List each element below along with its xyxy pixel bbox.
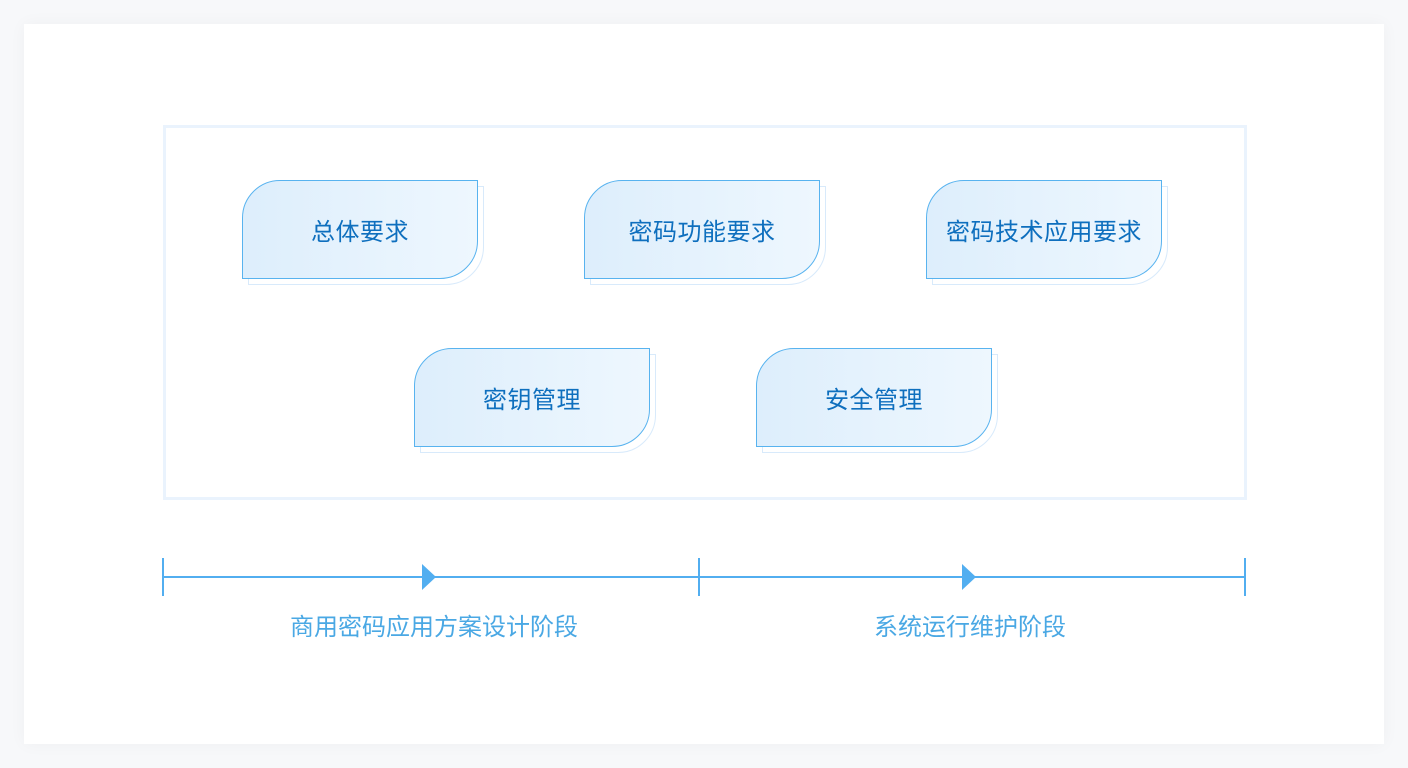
phase-label-design: 商用密码应用方案设计阶段 [290, 613, 578, 641]
requirement-box-key-management: 密钥管理 [414, 348, 656, 453]
requirement-label: 密钥管理 [483, 386, 581, 414]
requirement-box-crypto-tech: 密码技术应用要求 [926, 180, 1168, 285]
phase-label-operation: 系统运行维护阶段 [874, 613, 1066, 641]
requirement-box-face: 总体要求 [242, 180, 478, 279]
requirement-box-face: 安全管理 [756, 348, 992, 447]
requirement-label: 安全管理 [825, 386, 923, 414]
requirement-box-face: 密码技术应用要求 [926, 180, 1162, 279]
requirement-box-crypto-function: 密码功能要求 [584, 180, 826, 285]
requirement-box-face: 密钥管理 [414, 348, 650, 447]
requirement-label: 密码技术应用要求 [946, 218, 1142, 246]
requirement-label: 密码功能要求 [628, 218, 776, 246]
requirement-box-face: 密码功能要求 [584, 180, 820, 279]
requirement-box-security-management: 安全管理 [756, 348, 998, 453]
requirement-box-overall: 总体要求 [242, 180, 484, 285]
requirement-label: 总体要求 [311, 218, 409, 246]
